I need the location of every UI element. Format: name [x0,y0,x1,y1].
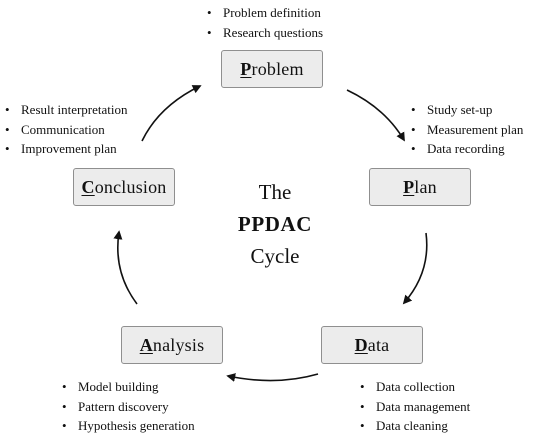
title-line-the: The [258,180,292,204]
title-line-ppdac: PPDAC [237,212,313,236]
bullet-item: Problem definition [207,3,323,23]
stage-label-rest: nalysis [152,334,205,355]
bullet-item: Data cleaning [360,416,470,436]
arrow-problem-to-plan [346,89,405,142]
stage-label-rest: roblem [251,58,304,79]
data-bullets: Data collection Data management Data cle… [360,377,470,436]
stage-initial: A [139,334,153,355]
bullet-item: Communication [5,120,128,140]
bullet-item: Model building [62,377,195,397]
conclusion-bullets: Result interpretation Communication Impr… [5,100,128,159]
arrow-conclusion-to-problem [141,85,202,142]
bullet-item: Hypothesis generation [62,416,195,436]
bullet-item: Measurement plan [411,120,523,140]
stage-label-rest: onclusion [94,176,167,197]
bullet-item: Pattern discovery [62,397,195,417]
bullet-item: Improvement plan [5,139,128,159]
stage-label-rest: lan [414,176,437,197]
stage-label-rest: ata [367,334,390,355]
stage-initial: P [403,176,415,197]
arrow-plan-to-data [402,232,428,305]
stage-initial: D [354,334,368,355]
bullet-item: Data recording [411,139,523,159]
analysis-bullets: Model building Pattern discovery Hypothe… [62,377,195,436]
arrow-data-to-analysis [226,373,319,382]
arrow-analysis-to-conclusion [113,230,138,305]
problem-bullets: Problem definition Research questions [207,3,323,42]
bullet-item: Result interpretation [5,100,128,120]
title-line-cycle: Cycle [250,244,300,268]
plan-bullets: Study set-up Measurement plan Data recor… [411,100,523,159]
bullet-item: Data management [360,397,470,417]
stage-initial: P [240,58,252,79]
diagram-title: The PPDAC Cycle [215,176,335,272]
bullet-item: Data collection [360,377,470,397]
bullet-item: Study set-up [411,100,523,120]
bullet-item: Research questions [207,23,323,43]
stage-initial: C [81,176,95,197]
